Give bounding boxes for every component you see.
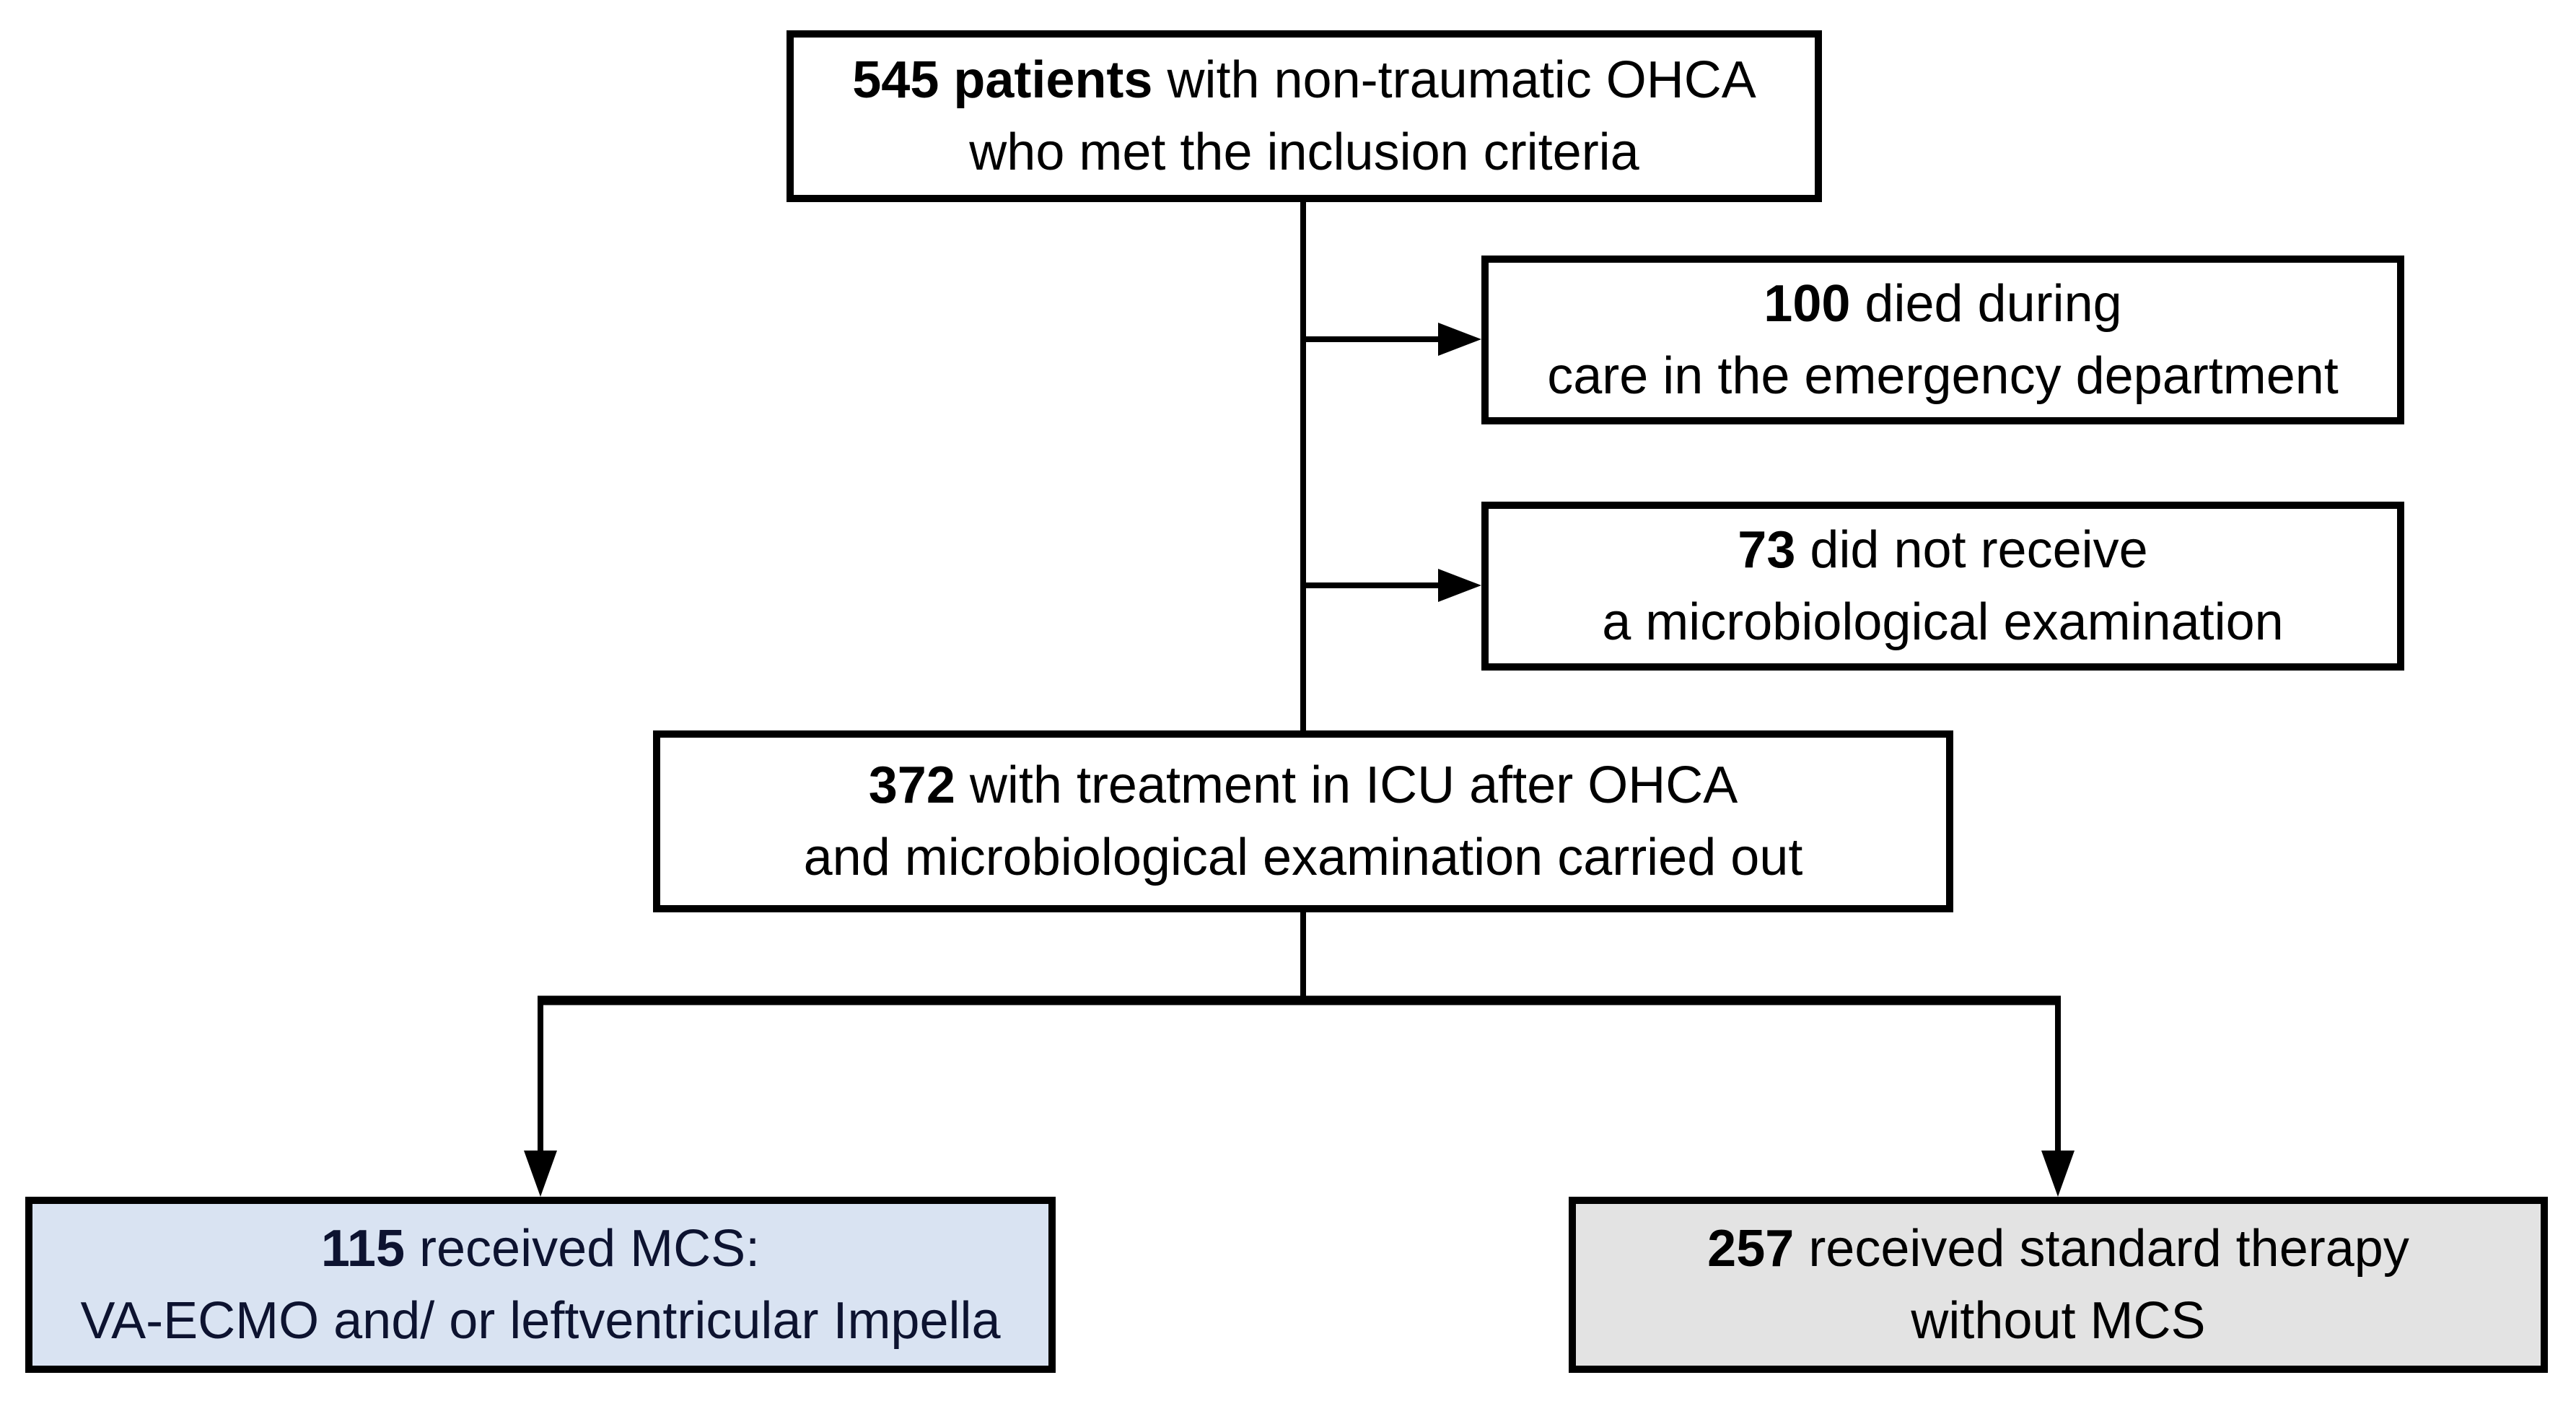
node-mcs-line2: VA-ECMO and/ or leftventricular Impella	[80, 1292, 1001, 1350]
no-micro-line1-text: did not receive	[1795, 521, 2148, 579]
node-received-mcs: 115 received MCS: VA-ECMO and/ or leftve…	[25, 1197, 1056, 1373]
node-died-emergency-department: 100 died during care in the emergency de…	[1481, 256, 2404, 424]
node-enrolled-line2: who met the inclusion criteria	[969, 123, 1639, 181]
mcs-arrowhead-icon	[524, 1151, 557, 1197]
node-no-micro-line2: a microbiological examination	[1602, 593, 2284, 651]
mcs-line1-text: received MCS:	[405, 1220, 761, 1278]
mcs-count: 115	[320, 1220, 405, 1278]
enrolled-line1-text: with non-traumatic OHCA	[1152, 51, 1756, 109]
node-died-ed-line2: care in the emergency department	[1547, 347, 2339, 405]
node-icu-treatment: 372 with treatment in ICU after OHCA and…	[653, 730, 1953, 912]
standard-line1-text: received standard therapy	[1794, 1220, 2409, 1278]
node-no-micro-line1: 73 did not receive	[1738, 514, 2147, 586]
standard-arrowhead-icon	[2041, 1151, 2075, 1197]
node-no-microbiological-examination: 73 did not receive a microbiological exa…	[1481, 502, 2404, 671]
died-ed-count: 100	[1764, 275, 1851, 333]
branch-died-ed-arrowhead-icon	[1438, 323, 1481, 356]
icu-line1-text: with treatment in ICU after OHCA	[955, 756, 1738, 814]
node-standard-line1: 257 received standard therapy	[1707, 1213, 2409, 1285]
node-icu-line1: 372 with treatment in ICU after OHCA	[869, 749, 1738, 821]
branch-no-micro-arrowhead-icon	[1438, 569, 1481, 602]
died-ed-line1-text: died during	[1850, 275, 2122, 333]
no-micro-count: 73	[1738, 521, 1796, 579]
node-mcs-line1: 115 received MCS:	[321, 1213, 760, 1285]
standard-count: 257	[1707, 1220, 1795, 1278]
node-icu-line2: and microbiological examination carried …	[803, 829, 1803, 886]
node-standard-line2: without MCS	[1911, 1292, 2206, 1350]
icu-count: 372	[868, 756, 955, 814]
enrolled-count: 545 patients	[852, 51, 1153, 109]
node-enrolled-patients: 545 patients with non-traumatic OHCA who…	[787, 30, 1822, 202]
node-standard-therapy: 257 received standard therapy without MC…	[1569, 1197, 2548, 1373]
node-died-ed-line1: 100 died during	[1764, 268, 2121, 340]
node-enrolled-line1: 545 patients with non-traumatic OHCA	[852, 44, 1756, 116]
